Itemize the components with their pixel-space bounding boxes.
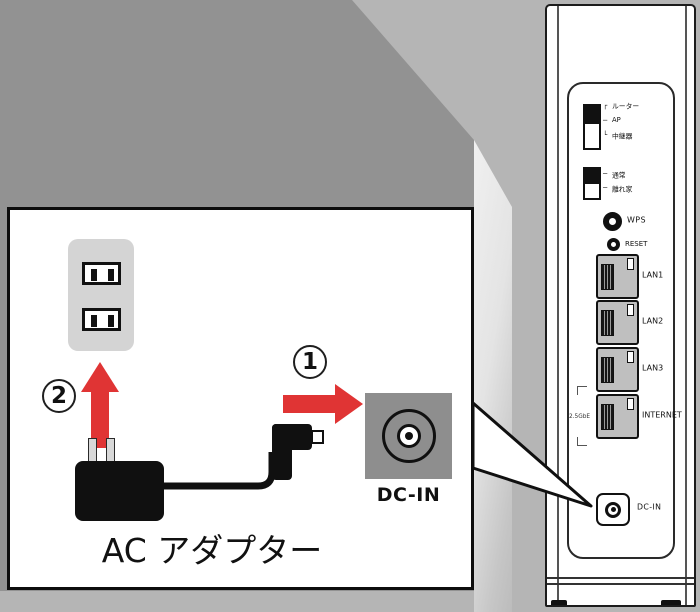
lan3-port-icon (596, 347, 639, 392)
outlet-slot-icon (108, 269, 114, 281)
wall-corner-shadow (474, 140, 512, 612)
step-1-badge: 1 (293, 345, 327, 379)
lan2-label: LAN2 (642, 317, 664, 326)
dc-in-jack-inner (396, 424, 421, 448)
router-base-seam (547, 583, 694, 585)
outlet-socket-bottom-icon (82, 308, 121, 331)
right-arrow-icon (283, 384, 363, 424)
router-dc-in-pin (610, 507, 616, 512)
lan1-label: LAN1 (642, 271, 664, 280)
mode-switch-labels: ┌ ルーター ─ AP └ 中継器 (603, 98, 652, 143)
rj45-pins (601, 310, 614, 336)
router-dc-in-jack-icon (596, 493, 630, 526)
lan2-port-icon (596, 300, 639, 345)
right-arrow-shaft (283, 395, 335, 413)
step-2-number: 2 (50, 383, 67, 409)
mode-option-router-label: ルーター (612, 103, 640, 111)
router-rear-panel: ┌ ルーター ─ AP └ 中継器 ─ 通常 (567, 82, 682, 559)
internet-speed-label: 2.5GbE (569, 413, 591, 420)
router-dc-in-ring (605, 501, 621, 518)
wps-label: WPS (627, 216, 647, 225)
outlet-slot-icon (91, 315, 97, 327)
router-side-view: ┌ ルーター ─ AP └ 中継器 ─ 通常 (545, 4, 696, 607)
mode-switch-icon (583, 104, 601, 150)
rj45-pins (601, 404, 614, 430)
router-foot (661, 600, 681, 605)
rj45-pins (601, 357, 614, 383)
step-2-badge: 2 (42, 379, 76, 413)
up-arrow-head (81, 362, 119, 392)
ac-adapter-icon (75, 461, 164, 521)
mode-option-router: ┌ ルーター (603, 98, 652, 113)
plug-prong-icon (88, 438, 97, 462)
sub-option-normal: ─ 通常 (603, 167, 642, 181)
outlet-slot-icon (91, 269, 97, 281)
lan3-label: LAN3 (642, 364, 664, 373)
rj45-latch (627, 351, 634, 363)
mode-switch-knob (585, 106, 599, 124)
dc-in-label: DC-IN (376, 484, 441, 506)
bracket-bottom-icon: └ (603, 131, 608, 140)
router-foot (551, 600, 567, 605)
rj45-pins (601, 264, 614, 290)
speed-bracket-icon (577, 437, 587, 446)
rj45-latch (627, 398, 634, 410)
reset-button-icon (607, 238, 620, 251)
sub-option-hanare: ─ 離れ家 (603, 181, 642, 195)
router-base-seam (547, 577, 694, 579)
sub-switch-knob (585, 169, 599, 184)
plug-prong-icon (106, 438, 115, 462)
rj45-latch (627, 304, 634, 316)
outlet-socket-top-icon (82, 262, 121, 285)
outlet-slot-icon (108, 315, 114, 327)
mode-option-repeater-label: 中継器 (612, 133, 633, 141)
router-edge-line (557, 6, 559, 605)
up-arrow-shaft (91, 392, 109, 448)
mode-option-ap: ─ AP (603, 113, 652, 128)
dc-in-jack-pin (404, 432, 413, 440)
router-edge-line (685, 6, 687, 605)
mode-option-repeater: └ 中継器 (603, 128, 652, 143)
ac-adapter-label: AC アダプター (101, 531, 323, 570)
lan1-port-icon (596, 254, 639, 299)
wps-button-icon (603, 212, 622, 231)
mode-option-ap-label: AP (612, 116, 621, 125)
rj45-latch (627, 258, 634, 270)
wall-outlet-icon (68, 239, 134, 351)
dc-in-jack-ring (381, 409, 436, 463)
bracket-mid-icon: ─ (603, 116, 608, 125)
internet-label: INTERNET (642, 411, 682, 420)
up-arrow-icon (81, 362, 119, 448)
reset-label: RESET (625, 240, 648, 249)
internet-port-icon (596, 394, 639, 439)
router-dc-in-label: DC-IN (637, 503, 662, 512)
sub-switch-labels: ─ 通常 ─ 離れ家 (603, 167, 642, 195)
sub-option-hanare-label: 離れ家 (612, 185, 633, 194)
dc-plug-tip (311, 430, 324, 444)
sub-option-normal-label: 通常 (612, 171, 626, 180)
dc-plug-arm (272, 424, 312, 450)
bracket-top-icon: ┌ (603, 101, 608, 110)
step-1-number: 1 (301, 349, 318, 375)
dc-in-jack-icon (365, 393, 452, 479)
instruction-inset-box: 2 1 DC-IN AC アダプター (7, 207, 474, 590)
dash-icon: ─ (603, 184, 608, 192)
dash-icon: ─ (603, 170, 608, 178)
speed-bracket-icon (577, 386, 587, 395)
sub-switch-icon (583, 167, 601, 200)
right-arrow-head (335, 384, 363, 424)
